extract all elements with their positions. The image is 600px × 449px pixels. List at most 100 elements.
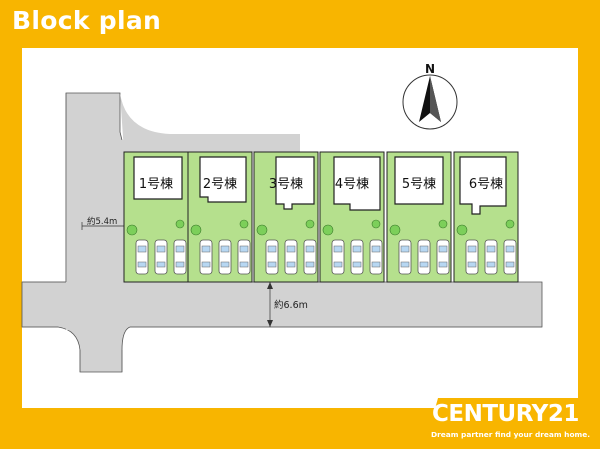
car-window xyxy=(467,245,477,253)
car-window xyxy=(486,245,496,253)
side-road-fill xyxy=(66,140,124,330)
lot-4: 4号棟 xyxy=(319,151,385,283)
car-body xyxy=(199,239,213,275)
car-window xyxy=(505,245,515,253)
car-window xyxy=(438,261,448,268)
house-footprint xyxy=(199,156,247,203)
side-road-dimension: 約5.4m xyxy=(81,216,124,230)
parking-car xyxy=(218,239,232,275)
car-window xyxy=(371,245,381,253)
parking-car xyxy=(199,239,213,275)
car-body xyxy=(173,239,187,275)
car-window xyxy=(137,261,147,268)
car-window xyxy=(201,261,211,268)
car-body xyxy=(154,239,168,275)
car-window xyxy=(467,261,477,268)
car-body xyxy=(417,239,431,275)
car-window xyxy=(333,245,343,253)
car-body xyxy=(284,239,298,275)
shrub xyxy=(322,224,334,236)
car-window xyxy=(267,245,277,253)
lot-6: 6号棟 xyxy=(453,151,519,283)
parking-car xyxy=(154,239,168,275)
shrub xyxy=(505,219,515,229)
car-body xyxy=(331,239,345,275)
car-window xyxy=(137,245,147,253)
car-window xyxy=(286,261,296,268)
parking-car xyxy=(436,239,450,275)
title-tab xyxy=(0,0,188,48)
car-window xyxy=(156,261,166,268)
shrub xyxy=(371,219,381,229)
car-window xyxy=(400,261,410,268)
car-window xyxy=(267,261,277,268)
parking-car xyxy=(173,239,187,275)
car-window xyxy=(438,245,448,253)
house-footprint xyxy=(333,156,381,211)
car-body xyxy=(465,239,479,275)
parking-car xyxy=(369,239,383,275)
shrub xyxy=(438,219,448,229)
parking-car xyxy=(284,239,298,275)
shrub xyxy=(305,219,315,229)
car-window xyxy=(333,261,343,268)
curve-road-top xyxy=(120,93,300,152)
car-body xyxy=(237,239,251,275)
parking-car xyxy=(237,239,251,275)
car-window xyxy=(400,245,410,253)
shrub xyxy=(126,224,138,236)
brand-logo: CENTURY21 xyxy=(432,401,579,427)
parking-car xyxy=(331,239,345,275)
car-body xyxy=(303,239,317,275)
lot-label: 1号棟 xyxy=(139,177,173,192)
car-body xyxy=(265,239,279,275)
house-footprint xyxy=(133,156,183,200)
lot-label: 2号棟 xyxy=(203,177,237,192)
shrub xyxy=(239,219,249,229)
car-body xyxy=(218,239,232,275)
car-window xyxy=(239,245,249,253)
parking-car xyxy=(303,239,317,275)
front-road-width-label: 約6.6m xyxy=(274,299,308,311)
north-arrow: N xyxy=(402,62,458,130)
parking-car xyxy=(135,239,149,275)
car-window xyxy=(352,261,362,268)
parking-car xyxy=(350,239,364,275)
car-window xyxy=(220,261,230,268)
car-window xyxy=(175,261,185,268)
car-window xyxy=(419,261,429,268)
shrub xyxy=(190,224,202,236)
car-window xyxy=(305,261,315,268)
front-road-dimension: 約6.6m xyxy=(267,282,308,327)
page-title: Block plan xyxy=(12,6,162,35)
parking-car xyxy=(484,239,498,275)
north-label: N xyxy=(425,62,435,76)
car-window xyxy=(505,261,515,268)
side-road-width-label: 約5.4m xyxy=(87,216,117,227)
lot-label: 3号棟 xyxy=(269,177,303,192)
house-footprint xyxy=(275,156,315,210)
shrub xyxy=(256,224,268,236)
car-body xyxy=(484,239,498,275)
logo-tab xyxy=(424,398,600,449)
parking-car xyxy=(398,239,412,275)
car-body xyxy=(350,239,364,275)
lot-label: 6号棟 xyxy=(469,177,503,192)
car-window xyxy=(419,245,429,253)
car-body xyxy=(398,239,412,275)
house-footprint xyxy=(394,156,444,205)
parking-car xyxy=(465,239,479,275)
lot-2: 2号棟 xyxy=(187,151,253,283)
car-window xyxy=(286,245,296,253)
car-window xyxy=(201,245,211,253)
car-window xyxy=(352,245,362,253)
car-window xyxy=(220,245,230,253)
brand-tagline: Dream partner find your dream home. xyxy=(431,430,591,439)
car-window xyxy=(371,261,381,268)
car-body xyxy=(436,239,450,275)
car-window xyxy=(486,261,496,268)
shrub xyxy=(456,224,468,236)
